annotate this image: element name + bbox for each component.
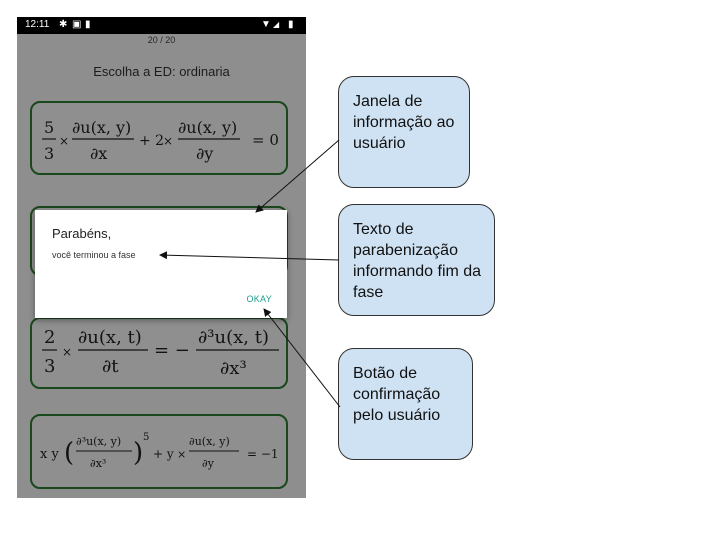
lock-icon: ▮ [85, 19, 91, 30]
svg-text:∂x³: ∂x³ [220, 358, 247, 379]
svg-text:∂y: ∂y [196, 144, 213, 163]
svg-text:3: 3 [44, 144, 54, 163]
arrow-to-dialog-message [159, 251, 340, 261]
arrow-to-okay-button [263, 308, 341, 408]
svg-text:×: × [163, 134, 173, 148]
svg-text:): ) [133, 438, 143, 468]
dialog-title: Parabéns, [52, 226, 112, 241]
phone-screenshot: 12:11 ✱ ▣ ▮ ▼ ◢ ▮ 20 / 20 Escolha a ED: … [17, 17, 306, 498]
svg-text:∂³u(x, t): ∂³u(x, t) [198, 327, 269, 348]
wifi-icon: ▼ [261, 19, 271, 30]
svg-text:∂³u(x, y): ∂³u(x, y) [76, 435, 121, 448]
svg-text:∂x: ∂x [90, 144, 107, 163]
equation-1-formula: 5 3 × ∂u(x, y) ∂x + 2 × ∂u(x, y) ∂y = 0 [42, 118, 279, 163]
svg-text:∂t: ∂t [102, 356, 119, 377]
equation-4-formula: x y ( ∂³u(x, y) ∂x³ ) 5 + y × ∂u(x, y) ∂… [40, 432, 279, 470]
signal-icon: ◢ [273, 20, 280, 29]
equation-option-4[interactable]: x y ( ∂³u(x, y) ∂x³ ) 5 + y × ∂u(x, y) ∂… [30, 414, 288, 489]
status-time: 12:11 [25, 19, 50, 30]
svg-text:5: 5 [143, 432, 149, 443]
svg-text:∂u(x, t): ∂u(x, t) [78, 327, 142, 348]
svg-text:+ y: + y [153, 447, 174, 461]
settings-icon: ✱ [59, 19, 68, 30]
okay-button[interactable]: OKAY [246, 294, 272, 304]
svg-text:(: ( [64, 438, 74, 468]
level-counter: 20 / 20 [147, 35, 176, 45]
svg-text:∂u(x, y): ∂u(x, y) [189, 435, 230, 448]
battery-icon: ▮ [288, 19, 294, 30]
equation-option-1[interactable]: 5 3 × ∂u(x, y) ∂x + 2 × ∂u(x, y) ∂y = 0 [30, 101, 288, 175]
equation-3-formula: 2 3 × ∂u(x, t) ∂t = − ∂³u(x, t) ∂x³ [42, 327, 279, 379]
equation-option-3[interactable]: 2 3 × ∂u(x, t) ∂t = − ∂³u(x, t) ∂x³ [30, 317, 288, 389]
svg-text:×: × [177, 448, 186, 461]
svg-text:∂u(x, y): ∂u(x, y) [178, 118, 237, 137]
svg-text:= −1: = −1 [247, 447, 279, 461]
svg-text:+ 2: + 2 [139, 133, 164, 149]
status-bar: 12:11 ✱ ▣ ▮ ▼ ◢ ▮ [17, 17, 306, 34]
image-icon: ▣ [72, 19, 82, 30]
svg-text:×: × [59, 134, 69, 148]
svg-text:∂x³: ∂x³ [90, 457, 106, 470]
callout-dialog-text: Texto de parabenização informando fim da… [338, 204, 495, 316]
svg-text:= −: = − [154, 340, 190, 361]
svg-text:2: 2 [44, 327, 55, 348]
svg-text:= 0: = 0 [252, 131, 279, 149]
callout-okay-button: Botão de confirmação pelo usuário [338, 348, 473, 460]
svg-text:∂y: ∂y [202, 457, 215, 470]
congratulations-dialog: Parabéns, você terminou a fase OKAY [35, 210, 287, 318]
question-prompt: Escolha a ED: ordinaria [93, 64, 230, 79]
svg-text:5: 5 [44, 118, 54, 137]
callout-dialog-window: Janela de informação ao usuário [338, 76, 470, 188]
arrow-to-dialog-window [255, 139, 340, 213]
svg-text:×: × [62, 345, 72, 359]
dialog-message: você terminou a fase [52, 250, 136, 260]
svg-text:∂u(x, y): ∂u(x, y) [72, 118, 131, 137]
svg-text:3: 3 [44, 356, 55, 377]
svg-text:x y: x y [40, 447, 59, 462]
